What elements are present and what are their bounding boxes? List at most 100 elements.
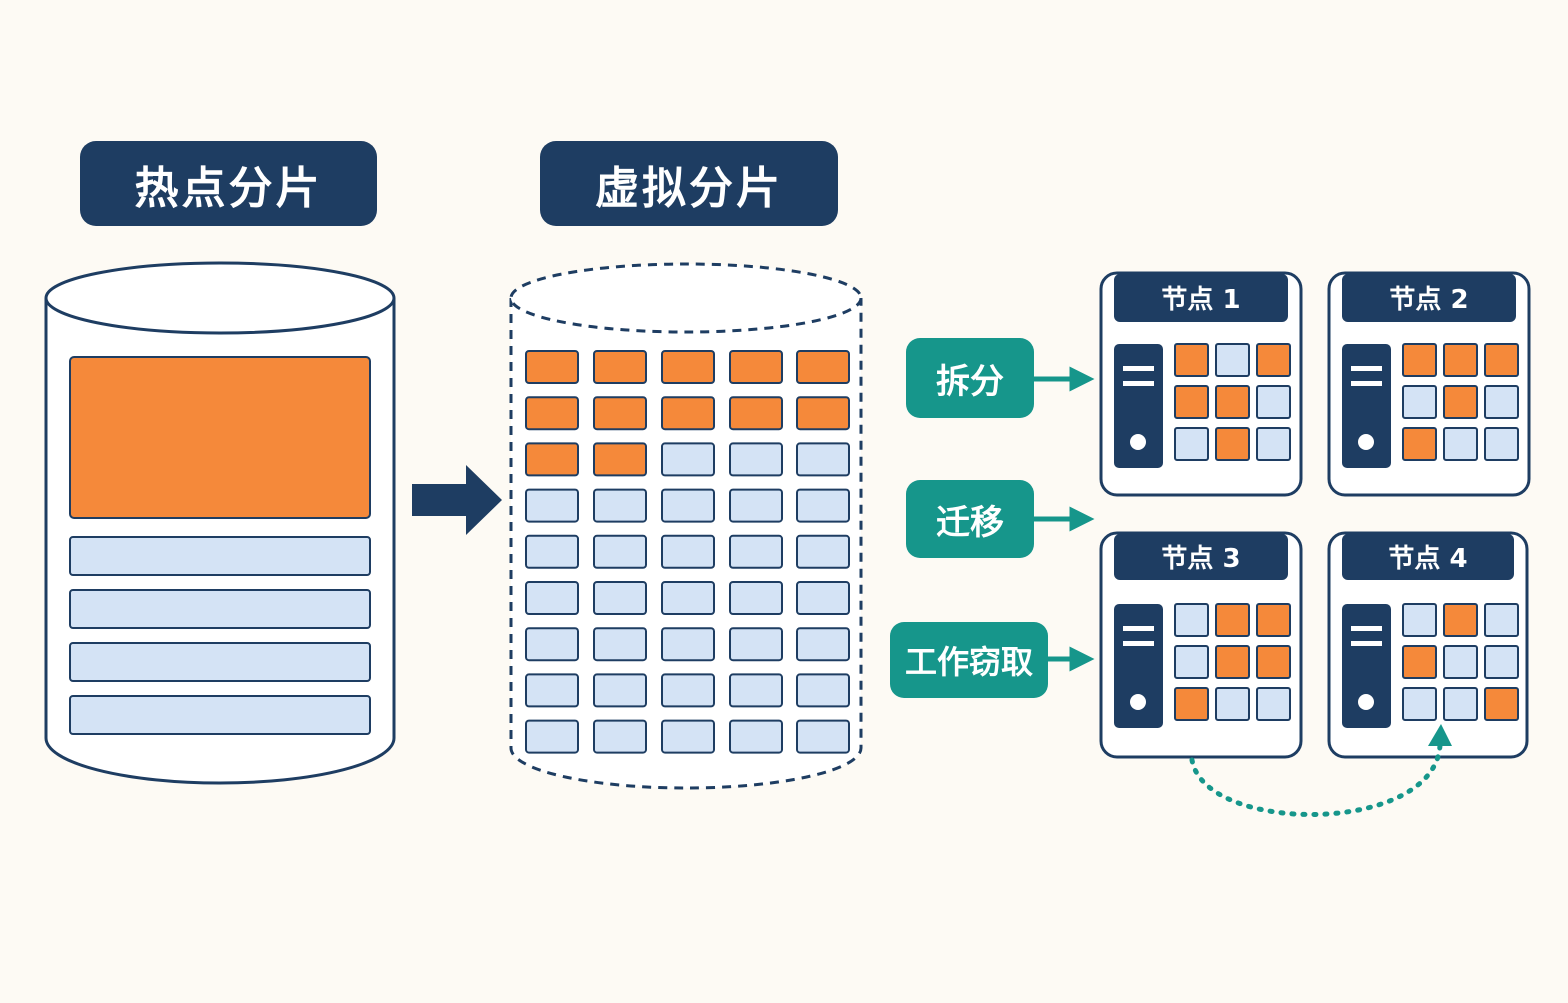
steal-arrowhead [1428,724,1452,746]
node-tile-hot [1256,343,1291,377]
nodes-layer [1099,271,1531,759]
node-tile-hot [1256,603,1291,637]
virtual-cell-hot [661,396,715,431]
node-tile-hot [1174,343,1209,377]
virtual-cell [593,627,647,662]
node-tile [1174,603,1209,637]
node-tile-hot [1174,385,1209,419]
hot-shard-cylinder [44,261,396,785]
node-tile-hot [1174,687,1209,721]
virtual-cell [593,581,647,615]
node-tile [1215,343,1250,377]
node-1-title: 节点 1 [1161,284,1241,315]
work-stealing-label: 工作窃取 [890,622,1048,698]
virtual-cell [525,673,579,708]
hot-block [69,356,371,519]
virtual-cell [525,534,579,569]
node-4-title: 节点 4 [1388,543,1468,574]
node-tile [1402,687,1437,721]
virtual-cell [796,488,850,523]
node-title-bar [1342,274,1516,322]
virtual-cell [796,719,850,754]
node-tile-hot [1215,385,1250,419]
node-tile [1484,603,1519,637]
virtual-cell [593,534,647,569]
virtual-cell [796,442,850,477]
virtual-cell [661,488,715,523]
virtual-cell [525,488,579,523]
node-tile [1402,603,1437,637]
node-tile-hot [1402,427,1437,461]
node-tile-hot [1256,645,1291,679]
virtual-cell [525,719,579,754]
node-tile-hot [1484,687,1519,721]
node-card-4 [1327,531,1529,759]
node-card-1 [1099,271,1303,497]
virtual-cell [729,442,783,477]
node-tile-hot [1402,343,1437,377]
virtual-cell-hot [525,442,579,477]
server-icon [1114,604,1163,728]
node-tile [1402,385,1437,419]
node-tile [1484,427,1519,461]
virtual-cell-hot [525,350,579,384]
cold-row [69,695,371,735]
server-icon [1342,344,1391,468]
cold-row [69,536,371,576]
server-icon [1342,604,1391,728]
node-title-bar [1114,274,1288,322]
virtual-cell-hot [661,350,715,384]
virtual-cell [796,534,850,569]
virtual-cell [729,488,783,523]
node-tile [1174,427,1209,461]
virtual-cell [525,627,579,662]
node-tile [1443,687,1478,721]
virtual-shard-cylinder [509,262,863,790]
node-card-2 [1327,271,1531,497]
node-tile-hot [1215,427,1250,461]
steal-curve [1189,742,1443,817]
transform-arrow [412,465,502,535]
node-title-bar [1342,534,1514,580]
node-tile [1174,645,1209,679]
virtual-cell [525,581,579,615]
virtual-cell-hot [593,396,647,431]
node-tile-hot [1443,385,1478,419]
virtual-cell [729,534,783,569]
server-icon [1114,344,1163,468]
virtual-cell-hot [525,396,579,431]
node-tile [1443,427,1478,461]
node-tile-hot [1215,645,1250,679]
node-title-bar [1114,534,1288,580]
node-tile-hot [1484,343,1519,377]
cold-row [69,589,371,629]
node-2-title: 节点 2 [1389,284,1469,315]
virtual-cell [593,719,647,754]
node-tile-hot [1443,603,1478,637]
virtual-cell [593,488,647,523]
hot-shard-title: 热点分片 [80,141,377,226]
node-tile [1215,687,1250,721]
node-tile [1256,687,1291,721]
virtual-cell [729,719,783,754]
virtual-cell [661,442,715,477]
node-tile-hot [1402,645,1437,679]
virtual-cell [729,673,783,708]
virtual-cell-hot [729,350,783,384]
virtual-cell-hot [729,396,783,431]
virtual-cell [661,534,715,569]
virtual-cell [661,673,715,708]
node-tile [1443,645,1478,679]
node-tile [1484,385,1519,419]
virtual-cell [661,581,715,615]
virtual-cell [729,581,783,615]
node-tile [1256,385,1291,419]
split-label: 拆分 [906,338,1034,418]
virtual-cell [661,627,715,662]
virtual-shard-grid [525,350,850,754]
virtual-cell [796,673,850,708]
virtual-cell [729,627,783,662]
virtual-cell [661,719,715,754]
cold-row [69,642,371,682]
